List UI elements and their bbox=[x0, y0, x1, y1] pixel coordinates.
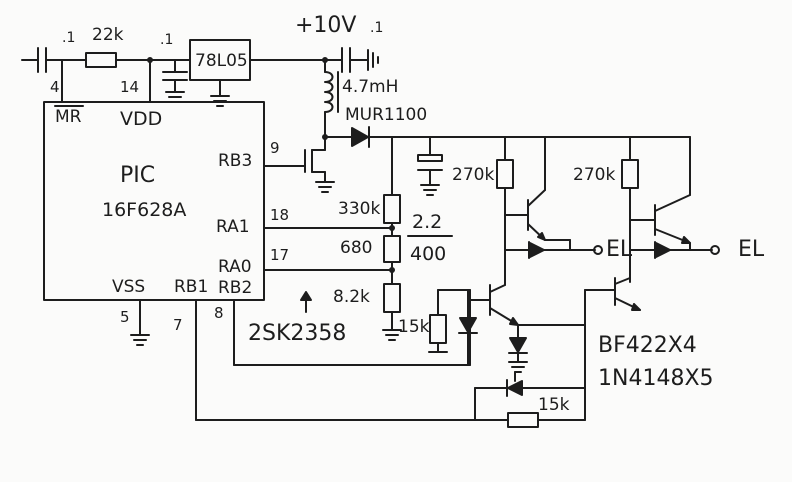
diode-d4 bbox=[655, 242, 671, 258]
diode-main-label: MUR1100 bbox=[345, 105, 427, 125]
res-330k-label: 330k bbox=[338, 199, 380, 219]
inductor-4-7mh bbox=[324, 71, 334, 113]
regulator-label: 78L05 bbox=[195, 51, 248, 71]
el-1-label: EL bbox=[606, 237, 633, 262]
pic-ic-body bbox=[43, 101, 265, 301]
terminal-el-1 bbox=[593, 245, 603, 255]
cap-hv-value: 2.2 bbox=[412, 211, 442, 233]
cap-hv-plate-a bbox=[417, 154, 443, 162]
el-2-label: EL bbox=[738, 237, 765, 262]
q1-emitter-arrow bbox=[537, 232, 546, 241]
diode-d1 bbox=[459, 317, 477, 333]
res-680 bbox=[383, 235, 401, 263]
res-270k-2-label: 270k bbox=[573, 165, 615, 185]
supply-label: +10V bbox=[295, 13, 356, 38]
pin-label-rb1: RB1 bbox=[174, 277, 208, 297]
diode-d2 bbox=[529, 242, 545, 258]
q1-collector bbox=[527, 189, 546, 207]
res-22k-label: 22k bbox=[92, 25, 124, 45]
ic-name: PIC bbox=[120, 163, 155, 188]
q2-collector bbox=[654, 194, 691, 212]
diode-count-label: 1N4148X5 bbox=[598, 366, 714, 391]
junction-ra0 bbox=[389, 267, 395, 273]
q3-emitter-arrow bbox=[509, 317, 519, 326]
pin-number-ra0: 17 bbox=[270, 246, 289, 264]
q4-collector bbox=[614, 277, 631, 285]
inductor-label: 4.7mH bbox=[342, 77, 398, 97]
res-15k-2-label: 15k bbox=[538, 395, 570, 415]
junction-ra1 bbox=[389, 225, 395, 231]
mosfet-label: 2SK2358 bbox=[248, 321, 346, 346]
cap-hv-voltage: 400 bbox=[410, 243, 446, 265]
res-15k-1 bbox=[429, 314, 447, 344]
res-8k2 bbox=[383, 283, 401, 313]
pin-label-rb2: RB2 bbox=[218, 278, 252, 298]
q3-collector bbox=[489, 284, 506, 293]
cap-left-label: .1 bbox=[62, 30, 75, 46]
cap-vdd-label: .1 bbox=[160, 32, 173, 48]
pin-number-ra1: 18 bbox=[270, 206, 289, 224]
res-15k-1-label: 15k bbox=[398, 317, 430, 337]
res-15k-2 bbox=[507, 412, 539, 428]
diode-d3 bbox=[509, 337, 527, 353]
res-270k-1 bbox=[496, 159, 514, 189]
terminal-el-2 bbox=[710, 245, 720, 255]
res-270k-2 bbox=[621, 159, 639, 189]
res-8k2-label: 8.2k bbox=[333, 287, 370, 307]
transistor-count-label: BF422X4 bbox=[598, 333, 697, 358]
pin-label-ra0: RA0 bbox=[218, 257, 252, 277]
cap-supply-label: .1 bbox=[370, 20, 383, 36]
pin-number-rb1: 7 bbox=[173, 316, 183, 334]
pin-number-vss: 5 bbox=[120, 308, 130, 326]
diode-mur1100 bbox=[351, 127, 369, 147]
res-22k bbox=[85, 52, 117, 68]
mosfet-pointer-head bbox=[300, 291, 312, 301]
pin-label-ra1: RA1 bbox=[216, 217, 250, 237]
pin-label-vss: VSS bbox=[112, 277, 145, 297]
res-270k-1-label: 270k bbox=[452, 165, 494, 185]
pin-number-rb2: 8 bbox=[214, 304, 224, 322]
pin-label-rb3: RB3 bbox=[218, 151, 252, 171]
q2-emitter-arrow bbox=[681, 236, 691, 244]
res-330k bbox=[383, 194, 401, 224]
diode-d5 bbox=[507, 380, 523, 396]
pin-label-vdd: VDD bbox=[120, 108, 162, 130]
junction-vdd bbox=[147, 57, 153, 63]
pin-number-rb3: 9 bbox=[270, 139, 280, 157]
q4-emitter-arrow bbox=[631, 303, 641, 311]
pin-number-vdd: 14 bbox=[120, 78, 139, 96]
pin-number-mr: 4 bbox=[50, 78, 60, 96]
ic-part-number: 16F628A bbox=[102, 199, 186, 221]
res-680-label: 680 bbox=[340, 238, 372, 258]
pin-label-mr: MR bbox=[55, 107, 82, 127]
